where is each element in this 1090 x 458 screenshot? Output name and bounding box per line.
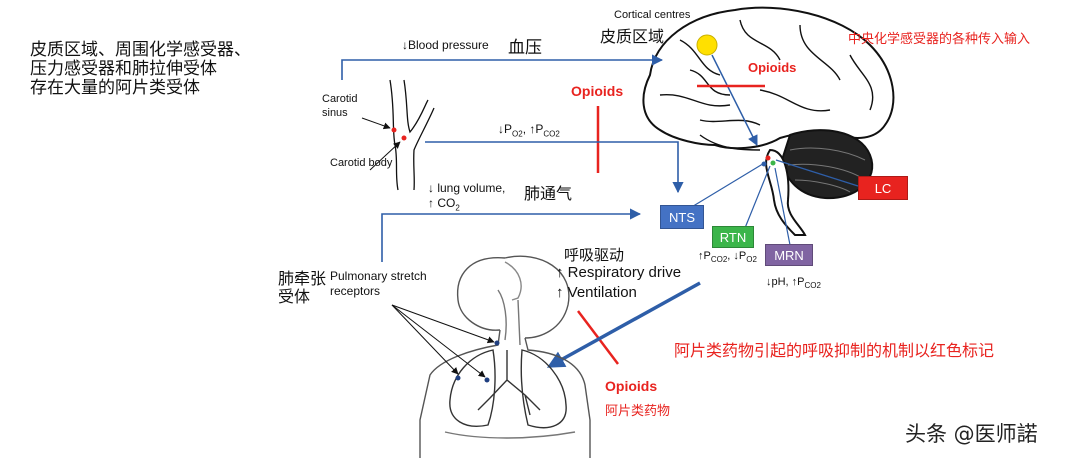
ventilation-en-label: ↑ Ventilation [556, 284, 637, 301]
ventilation-cn-label: 肺通气 [524, 184, 573, 203]
mrn-gas-label: ↓pH, ↑PCO2 [766, 276, 821, 291]
left-lung [449, 349, 496, 427]
stretch-en-label-2: receptors [330, 284, 381, 298]
opioids-bottom-label: Opioids [605, 378, 658, 394]
carotid-body-pointer [369, 141, 401, 171]
note-line-3: 存在大量的阿片类受体 [30, 78, 200, 98]
carotid-sinus-label-2: sinus [322, 107, 348, 119]
rtn-box: RTN [712, 226, 754, 248]
brain-outline [642, 6, 895, 150]
lung-volume-label: ↓ lung volume, [428, 181, 506, 195]
drive-cn-label: 呼吸驱动 [564, 246, 625, 264]
stretch-pointer-3 [391, 304, 459, 375]
cortical-centres-label: Cortical centres [614, 9, 691, 21]
cortex-to-brainstem-arrow [711, 54, 758, 146]
lc-box: LC [858, 176, 908, 200]
stretch-en-label-1: Pulmonary stretch [330, 269, 427, 283]
carotid-body-dot [401, 135, 407, 141]
mrn-link-line [774, 167, 791, 246]
carotid-to-nts-arrow [425, 141, 684, 194]
nts-box: NTS [660, 205, 704, 229]
watermark: 头条 @医师諾 [905, 422, 1038, 446]
mrn-box: MRN [765, 244, 813, 266]
stretch-receptor-dot-3 [455, 375, 461, 381]
mechanism-note: 阿片类药物引起的呼吸抑制的机制以红色标记 [674, 341, 995, 360]
central-chemo-note: 中央化学感受器的各种传入输入 [848, 32, 1031, 47]
nucleus-dot-green [770, 160, 776, 166]
rtn-link-line [744, 165, 771, 229]
note-line-2: 压力感受器和肺拉伸受体 [30, 59, 217, 79]
carotid-illustration [389, 79, 435, 191]
drive-to-lungs-arrow [546, 281, 701, 368]
co2-label: ↑ CO2 [428, 196, 460, 213]
opioids-brain-label: Opioids [748, 60, 797, 75]
right-lung [520, 349, 567, 429]
note-line-1: 皮质区域、周围化学感受器、 [30, 40, 251, 60]
carotid-sinus-pointer [361, 117, 391, 130]
blood-pressure-cn-label: 血压 [508, 38, 542, 58]
stretch-receptor-dot-2 [484, 377, 490, 383]
opioids-bottom-cn-label: 阿片类药物 [605, 404, 671, 419]
stretch-cn-label-1: 肺牵张 [278, 269, 327, 288]
nts-link-line [689, 161, 767, 209]
cortical-cn-label: 皮质区域 [600, 27, 665, 46]
torso-illustration [419, 255, 591, 458]
nucleus-dot-red [765, 155, 771, 161]
blood-pressure-arrow [341, 54, 664, 80]
cortex-dot [696, 34, 718, 56]
carotid-sinus-label-1: Carotid [322, 93, 358, 105]
blood-pressure-label: ↓Blood pressure [402, 38, 489, 52]
stretch-pointer-2 [391, 304, 486, 378]
drive-en-label: ↑ Respiratory drive [556, 264, 682, 281]
stretch-to-nts-arrow [381, 208, 642, 262]
lc-link-line [775, 159, 859, 187]
rtn-gas-label: ↑PCO2, ↓PO2 [698, 250, 757, 265]
stretch-receptor-dot-1 [494, 340, 500, 346]
carotid-body-label: Carotid body [330, 157, 393, 169]
gas-tension-label: ↓PO2, ↑PCO2 [498, 122, 560, 139]
stretch-pointer-1 [391, 304, 495, 344]
stretch-cn-label-2: 受体 [278, 287, 311, 306]
carotid-sinus-dot [391, 127, 397, 133]
opioids-middle-label: Opioids [571, 83, 624, 99]
